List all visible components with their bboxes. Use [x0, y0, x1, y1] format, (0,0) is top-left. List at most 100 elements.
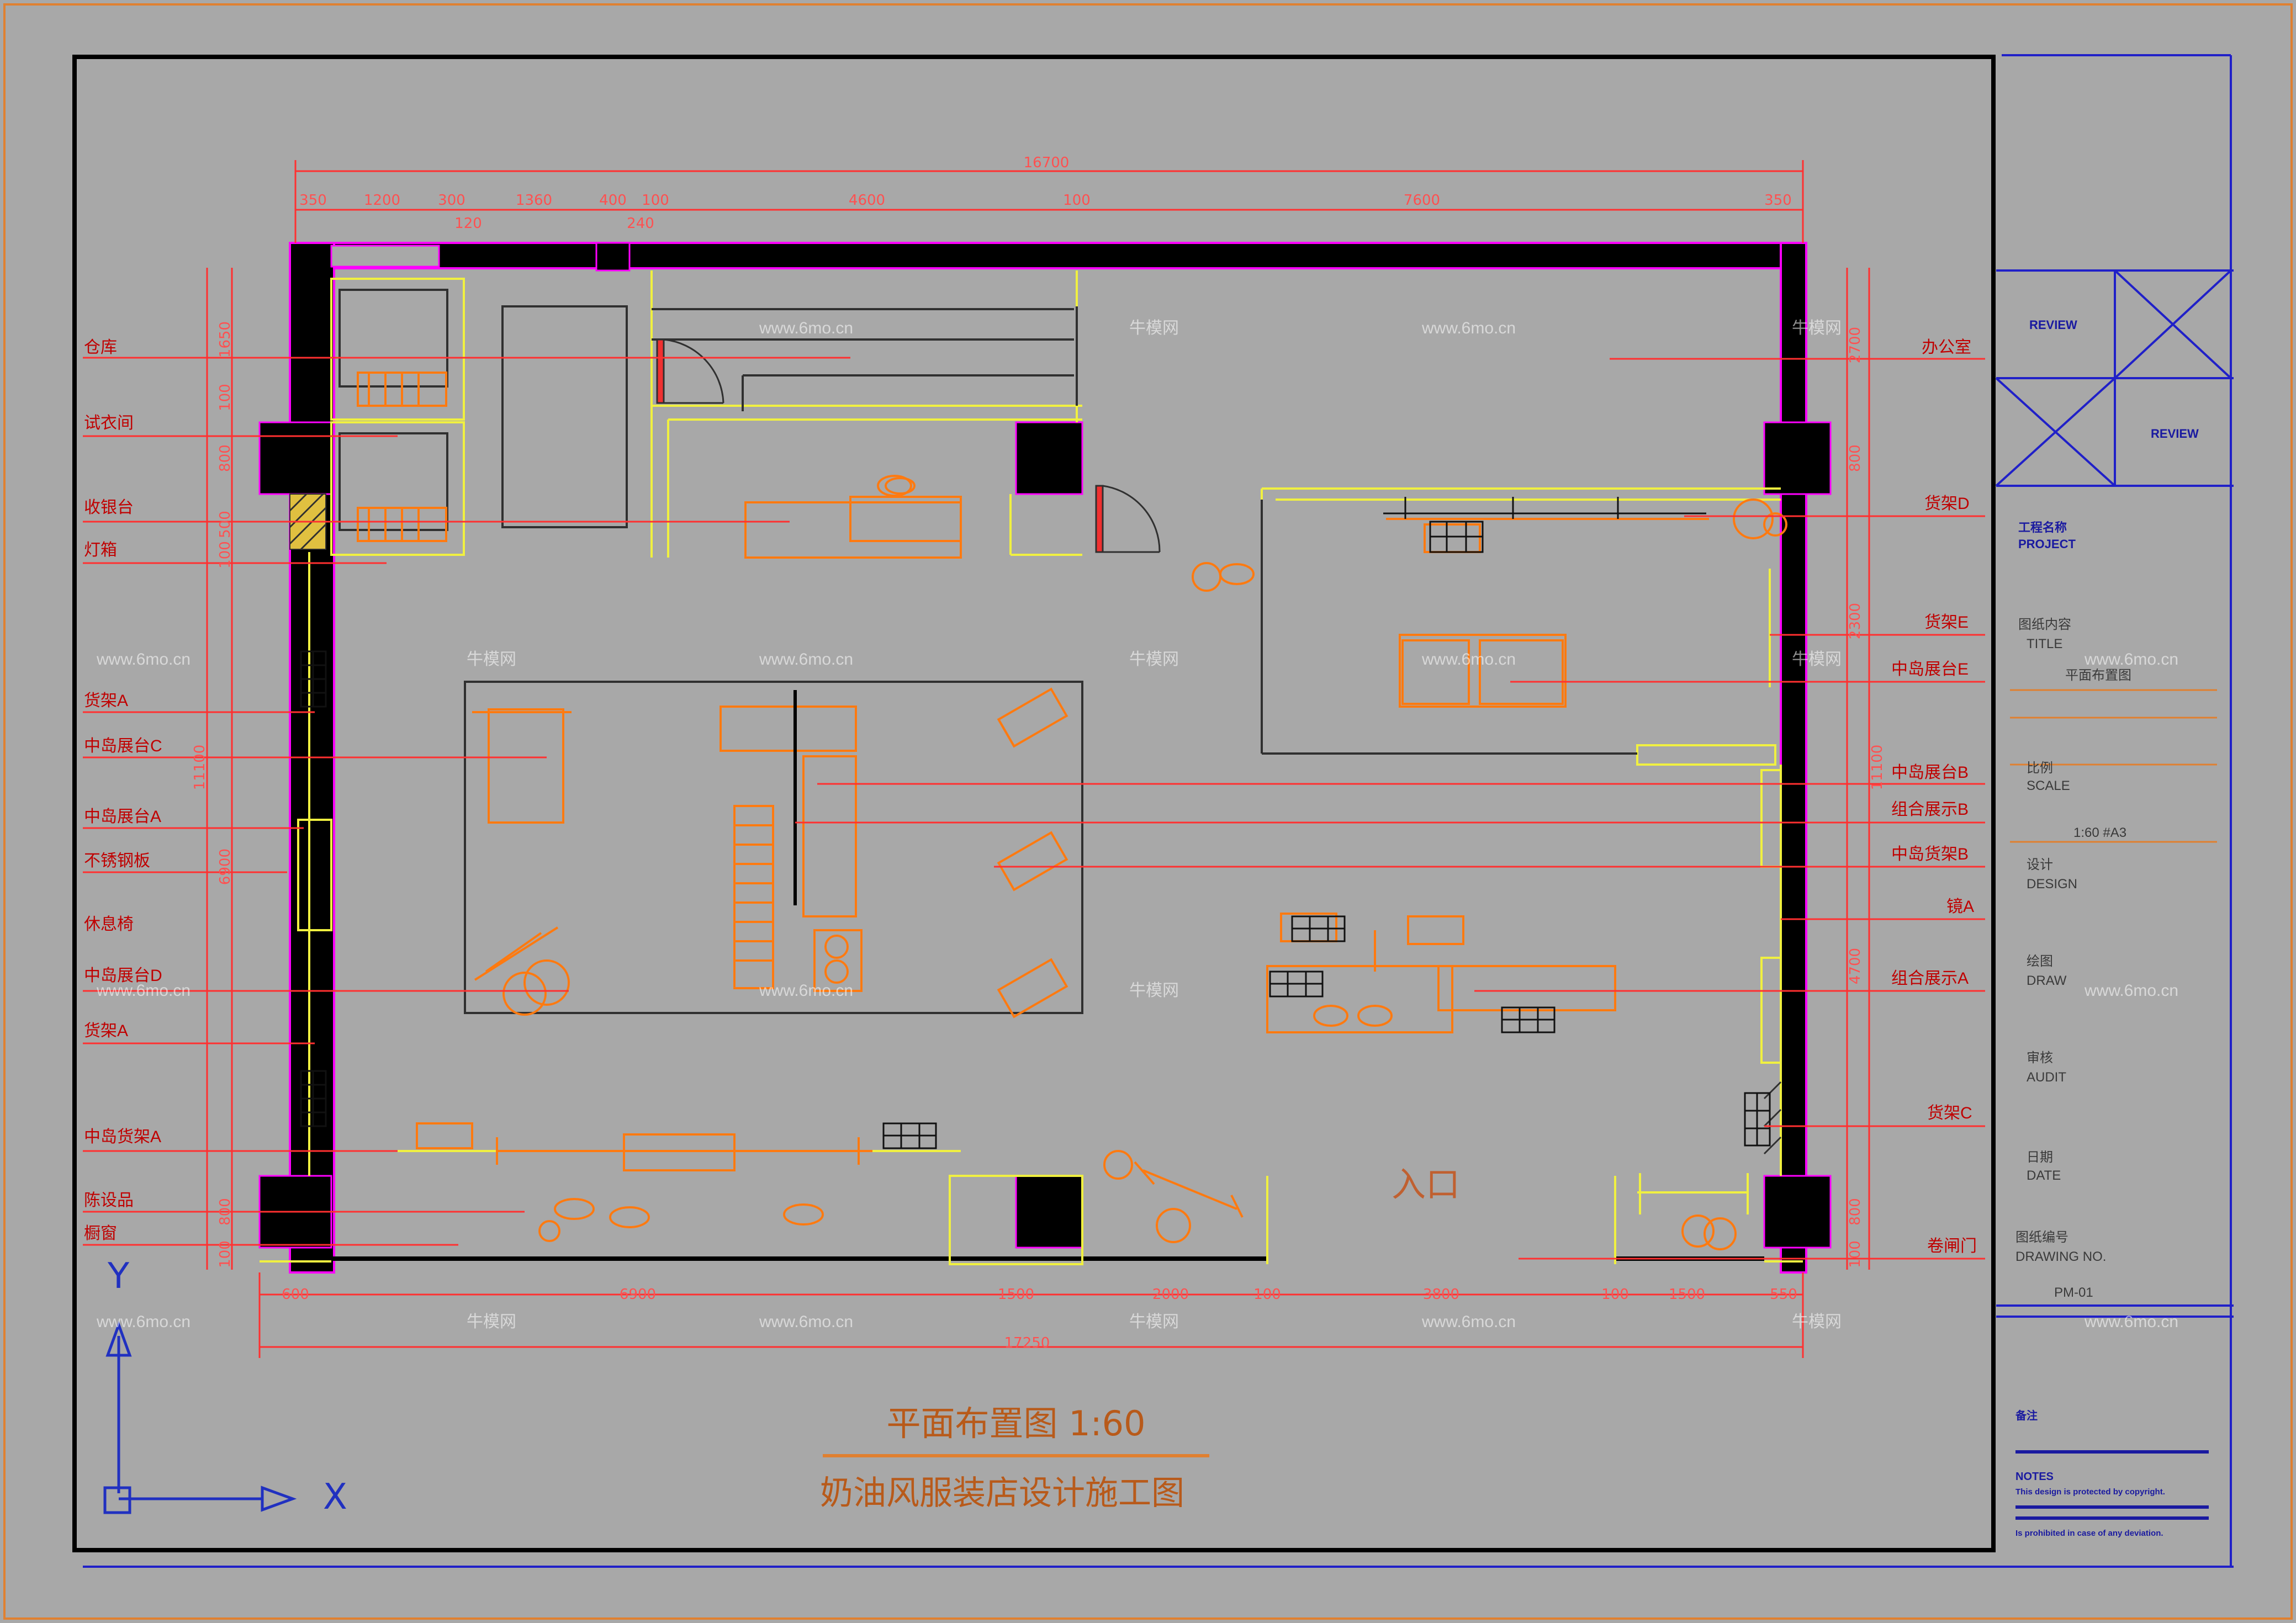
tb-field-zh: 图纸编号: [2015, 1230, 2068, 1245]
dim-bottom-overall: 17250: [1004, 1335, 1050, 1351]
watermark-brand: 牛模网: [467, 650, 516, 669]
label-left: 仓库: [84, 338, 117, 357]
axis-x-label: X: [323, 1477, 347, 1518]
tb-field-en: DATE: [2027, 1168, 2061, 1183]
dimension-lines: [83, 160, 1985, 1358]
dim-top-seg: 300: [438, 192, 465, 209]
dim-right-seg: 800: [1847, 1198, 1864, 1226]
label-right: 办公室: [1922, 338, 1971, 357]
label-left: 中岛展台C: [84, 737, 162, 755]
dim-bottom-seg: 2000: [1152, 1286, 1189, 1303]
label-left: 中岛展台A: [84, 808, 162, 826]
dim-top-seg: 4600: [848, 192, 886, 209]
watermark-brand: 牛模网: [1129, 1313, 1179, 1331]
outer-border: [3, 3, 2293, 1620]
dim-bottom-seg: 550: [1770, 1286, 1797, 1303]
dim-bottom-seg: 1500: [997, 1286, 1035, 1303]
dim-top-sub: 120: [454, 215, 482, 232]
dim-top-overall: 16700: [1023, 155, 1070, 171]
label-right: 货架C: [1927, 1104, 1972, 1122]
watermark-site: www.6mo.cn: [2085, 982, 2179, 1000]
dim-left-seg: 6900: [217, 848, 234, 885]
dim-bottom-seg: 6900: [619, 1286, 657, 1303]
dim-left-seg: 100: [217, 541, 234, 569]
dim-bottom-seg: 3800: [1422, 1286, 1460, 1303]
label-left: 试衣间: [84, 414, 134, 432]
watermark-site: www.6mo.cn: [759, 319, 854, 337]
dim-right-seg: 800: [1847, 444, 1864, 472]
watermark-site: www.6mo.cn: [759, 982, 854, 1000]
dim-top-seg: 350: [299, 192, 327, 209]
tb-field-zh: 工程名称: [2018, 521, 2067, 534]
label-right: 货架E: [1924, 613, 1969, 632]
watermark-site: www.6mo.cn: [759, 1313, 854, 1331]
watermark-site: www.6mo.cn: [97, 982, 191, 1000]
drawing-title: 平面布置图 1:60: [886, 1403, 1146, 1444]
label-left: 中岛展台D: [84, 967, 162, 985]
dim-right-seg: 2700: [1847, 326, 1864, 364]
axis-y-label: Y: [108, 1256, 130, 1297]
label-left: 货架A: [84, 1022, 129, 1040]
ucs-axis: [103, 1320, 297, 1514]
dim-left-seg: 500: [217, 511, 234, 538]
furniture: [357, 372, 1787, 1250]
notes-line: This design is protected by copyright.: [2015, 1487, 2165, 1497]
tb-field-zh: 绘图: [2027, 954, 2053, 969]
tb-field-en: DESIGN: [2027, 877, 2078, 892]
label-left: 灯箱: [84, 541, 117, 559]
tb-field-en: PROJECT: [2018, 537, 2076, 551]
watermark-site: www.6mo.cn: [1422, 650, 1516, 669]
rack-grids: [300, 497, 1771, 1149]
label-right: 镜A: [1946, 898, 1975, 916]
watermark-brand: 牛模网: [1129, 982, 1179, 1000]
watermark-brand: 牛模网: [1129, 319, 1179, 337]
dim-bottom-seg: 100: [1253, 1286, 1281, 1303]
tb-stamp: REVIEW: [2029, 318, 2077, 332]
title-block-rules: [2010, 689, 2217, 843]
label-left: 货架A: [84, 692, 129, 710]
watermark-site: www.6mo.cn: [1422, 319, 1516, 337]
label-left: 休息椅: [84, 915, 134, 934]
dim-left-seg: 800: [217, 444, 234, 472]
tb-drawing-no: PM-01: [2054, 1285, 2093, 1300]
dim-left-seg: 1650: [217, 321, 234, 358]
doors: [656, 338, 1161, 553]
label-right: 货架D: [1924, 495, 1970, 513]
tb-field-zh: 图纸内容: [2018, 617, 2071, 632]
watermark-site: www.6mo.cn: [97, 650, 191, 669]
tb-field-zh: 比例: [2027, 761, 2053, 776]
dim-top-seg: 100: [1063, 192, 1091, 209]
tb-field-zh: 审核: [2027, 1051, 2053, 1065]
notes-lines: [2015, 1450, 2209, 1520]
notes-line: Is prohibited in case of any deviation.: [2015, 1529, 2163, 1538]
tb-field-en: DRAW: [2027, 973, 2067, 988]
label-right: 组合展示A: [1891, 969, 1969, 988]
tb-field-zh: 日期: [2027, 1150, 2053, 1165]
label-left: 不锈钢板: [84, 852, 150, 870]
dim-right-seg: 4700: [1847, 947, 1864, 985]
label-right: 组合展示B: [1891, 800, 1969, 819]
dim-left-seg: 100: [217, 1240, 234, 1268]
watermark-site: www.6mo.cn: [2085, 650, 2179, 669]
dim-bottom-seg: 1500: [1668, 1286, 1706, 1303]
dim-top-seg: 100: [642, 192, 669, 209]
drawing-frame: [72, 55, 1996, 1552]
drawing-subtitle: 奶油风服装店设计施工图: [820, 1474, 1184, 1513]
tb-field-zh: 设计: [2027, 857, 2053, 872]
dim-top-seg: 7600: [1403, 192, 1441, 209]
label-right: 中岛展台E: [1891, 660, 1969, 678]
tb-field-en: AUDIT: [2027, 1070, 2066, 1085]
watermark-site: www.6mo.cn: [759, 650, 854, 669]
entrance-label: 入口: [1392, 1164, 1461, 1205]
dim-top-sub: 240: [627, 215, 654, 232]
watermark-brand: 牛模网: [1792, 319, 1842, 337]
watermark-brand: 牛模网: [1129, 650, 1179, 669]
dim-left-seg: 800: [217, 1198, 234, 1226]
dim-bottom-seg: 100: [1601, 1286, 1629, 1303]
tb-field-en: SCALE: [2027, 778, 2070, 793]
dim-right-seg: 100: [1847, 1240, 1864, 1268]
watermark-brand: 牛模网: [467, 1313, 516, 1331]
label-right: 中岛展台B: [1891, 763, 1969, 782]
